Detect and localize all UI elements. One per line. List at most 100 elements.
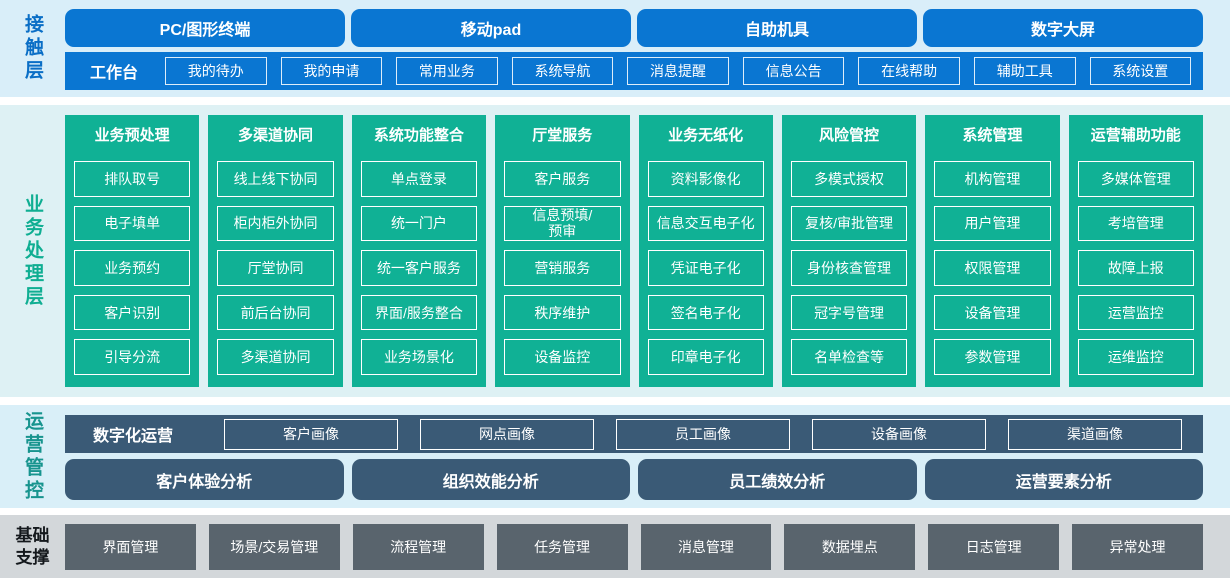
analysis-customer-experience: 客户体验分析: [65, 459, 344, 500]
cell-business-scenario: 业务场景化: [360, 339, 478, 375]
channel-row: PC/图形终端 移动pad 自助机具 数字大屏: [65, 9, 1203, 47]
cell-training-mgmt: 考培管理: [1077, 205, 1194, 242]
workbench-item-notifications: 消息提醒: [627, 57, 729, 85]
cell-online-offline: 线上线下协同: [217, 161, 334, 197]
workbench-item-online-help: 在线帮助: [858, 57, 960, 85]
foundation-label-line1: 基础: [15, 526, 50, 546]
cell-unified-portal: 统一门户: [360, 205, 478, 242]
digital-ops-label: 数字化运营: [93, 428, 174, 445]
column-lobby-service: 厅堂服务 客户服务 信息预填/ 预审 营销服务 秩序维护 设备监控: [495, 115, 630, 387]
cell-guided-diversion: 引导分流: [74, 339, 191, 375]
workbench-item-navigation: 系统导航: [511, 57, 614, 85]
foundation-data-tracking: 数据埋点: [784, 523, 916, 570]
foundation-layer-label: 基础 支撑: [16, 525, 50, 568]
ops-item-customer-profile: 客户画像: [224, 418, 398, 450]
cell-electronic-interaction: 信息交互电子化: [647, 205, 764, 242]
column-title: 业务预处理: [94, 127, 170, 144]
foundation-task-mgmt: 任务管理: [496, 523, 628, 570]
foundation-message-mgmt: 消息管理: [640, 523, 772, 570]
cell-multichannel-collab: 多渠道协同: [217, 339, 334, 375]
cell-document-imaging: 资料影像化: [647, 161, 764, 197]
contact-layer-label: 接触层: [22, 14, 43, 83]
cell-ops-maintenance-monitoring: 运维监控: [1077, 339, 1194, 375]
ops-item-channel-profile: 渠道画像: [1008, 418, 1182, 450]
workbench-item-todo: 我的待办: [165, 57, 267, 85]
cell-single-sign-on: 单点登录: [360, 161, 478, 197]
operation-layer-section: 运营管控 数字化运营 客户画像 网点画像 员工画像 设备画像 渠道画像 客户体验…: [0, 405, 1230, 508]
contact-layer-section: 接触层 PC/图形终端 移动pad 自助机具 数字大屏 工作台 我的待办 我的申…: [0, 0, 1230, 97]
column-title: 厅堂服务: [532, 127, 593, 144]
column-title: 运营辅助功能: [1090, 127, 1181, 144]
workbench-item-common-business: 常用业务: [396, 57, 498, 85]
cell-multi-mode-authorization: 多模式授权: [790, 161, 908, 197]
contact-layer-side: 接触层: [0, 0, 65, 97]
foundation-log-mgmt: 日志管理: [928, 523, 1060, 570]
cell-front-back-collab: 前后台协同: [217, 294, 334, 331]
business-layer-content: 业务预处理 排队取号 电子填单 业务预约 客户识别 引导分流 多渠道协同 线上线…: [65, 105, 1203, 397]
operation-layer-content: 数字化运营 客户画像 网点画像 员工画像 设备画像 渠道画像 客户体验分析 组织…: [65, 405, 1203, 508]
cell-queue-number: 排队取号: [74, 161, 191, 197]
column-paperless-business: 业务无纸化 资料影像化 信息交互电子化 凭证电子化 签名电子化 印章电子化: [638, 115, 773, 387]
cell-device-mgmt: 设备管理: [934, 294, 1051, 331]
analysis-organization-efficiency: 组织效能分析: [351, 459, 630, 500]
cell-identity-verification: 身份核查管理: [790, 250, 908, 286]
column-risk-control: 风险管控 多模式授权 复核/审批管理 身份核查管理 冠字号管理 名单检查等: [781, 115, 917, 387]
foundation-ui-mgmt: 界面管理: [65, 523, 196, 570]
cell-multimedia-mgmt: 多媒体管理: [1077, 161, 1194, 197]
analysis-employee-performance: 员工绩效分析: [638, 459, 917, 500]
workbench-bar: 工作台 我的待办 我的申请 常用业务 系统导航 消息提醒 信息公告 在线帮助 辅…: [65, 52, 1203, 90]
analysis-row: 客户体验分析 组织效能分析 员工绩效分析 运营要素分析: [65, 459, 1203, 500]
column-title: 业务无纸化: [668, 127, 744, 144]
ops-item-device-profile: 设备画像: [812, 418, 986, 450]
cell-permission-mgmt: 权限管理: [934, 250, 1051, 286]
workbench-item-settings: 系统设置: [1089, 57, 1192, 85]
cell-counter-inout: 柜内柜外协同: [217, 205, 334, 242]
cell-electronic-voucher: 凭证电子化: [647, 250, 764, 286]
column-title: 多渠道协同: [238, 127, 314, 144]
cell-electronic-seal: 印章电子化: [647, 339, 764, 375]
cell-customer-identification: 客户识别: [74, 294, 191, 331]
foundation-exception-handling: 异常处理: [1072, 523, 1203, 570]
column-multichannel-collaboration: 多渠道协同 线上线下协同 柜内柜外协同 厅堂协同 前后台协同 多渠道协同: [208, 115, 343, 387]
operation-layer-side: 运营管控: [0, 405, 65, 508]
business-layer-label: 业务处理层: [22, 193, 43, 309]
cell-operation-monitoring: 运营监控: [1077, 294, 1194, 331]
channel-pc: PC/图形终端: [65, 9, 345, 47]
business-layer-side: 业务处理层: [0, 105, 65, 397]
cell-parameter-mgmt: 参数管理: [934, 339, 1051, 375]
foundation-scenario-transaction-mgmt: 场景/交易管理: [208, 523, 340, 570]
contact-layer-content: PC/图形终端 移动pad 自助机具 数字大屏 工作台 我的待办 我的申请 常用…: [65, 0, 1203, 97]
column-operation-aux: 运营辅助功能 多媒体管理 考培管理 故障上报 运营监控 运维监控: [1068, 115, 1203, 387]
cell-list-check: 名单检查等: [790, 339, 908, 375]
channel-self-service: 自助机具: [637, 9, 917, 47]
cell-prefill-preaudit: 信息预填/ 预审: [504, 205, 621, 242]
cell-review-approval: 复核/审批管理: [790, 205, 908, 242]
cell-serial-number-mgmt: 冠字号管理: [790, 294, 908, 331]
cell-e-form: 电子填单: [74, 205, 191, 242]
foundation-label-line2: 支撑: [15, 547, 50, 567]
cell-unified-customer-service: 统一客户服务: [360, 250, 478, 286]
cell-appointment: 业务预约: [74, 250, 191, 286]
ops-item-employee-profile: 员工画像: [616, 418, 790, 450]
column-title: 系统管理: [962, 127, 1023, 144]
workbench-item-aux-tools: 辅助工具: [973, 57, 1076, 85]
cell-marketing-service: 营销服务: [504, 250, 621, 286]
channel-big-screen: 数字大屏: [923, 9, 1203, 47]
digital-ops-bar: 数字化运营 客户画像 网点画像 员工画像 设备画像 渠道画像: [65, 415, 1203, 453]
workbench-label: 工作台: [89, 65, 138, 82]
foundation-layer-section: 基础 支撑 界面管理 场景/交易管理 流程管理 任务管理 消息管理 数据埋点 日…: [0, 515, 1230, 578]
column-system-management: 系统管理 机构管理 用户管理 权限管理 设备管理 参数管理: [925, 115, 1060, 387]
cell-ui-service-integration: 界面/服务整合: [360, 294, 478, 331]
column-system-integration: 系统功能整合 单点登录 统一门户 统一客户服务 界面/服务整合 业务场景化: [351, 115, 487, 387]
ops-item-branch-profile: 网点画像: [420, 418, 594, 450]
foundation-items: 界面管理 场景/交易管理 流程管理 任务管理 消息管理 数据埋点 日志管理 异常…: [65, 515, 1203, 578]
column-title: 系统功能整合: [373, 127, 464, 144]
column-business-preprocessing: 业务预处理 排队取号 电子填单 业务预约 客户识别 引导分流: [65, 115, 200, 387]
channel-pad: 移动pad: [351, 9, 631, 47]
workbench-item-applications: 我的申请: [280, 57, 383, 85]
cell-fault-report: 故障上报: [1077, 250, 1194, 286]
cell-device-monitoring: 设备监控: [504, 339, 621, 375]
cell-order-maintenance: 秩序维护: [504, 294, 621, 331]
cell-lobby-collab: 厅堂协同: [217, 250, 334, 286]
